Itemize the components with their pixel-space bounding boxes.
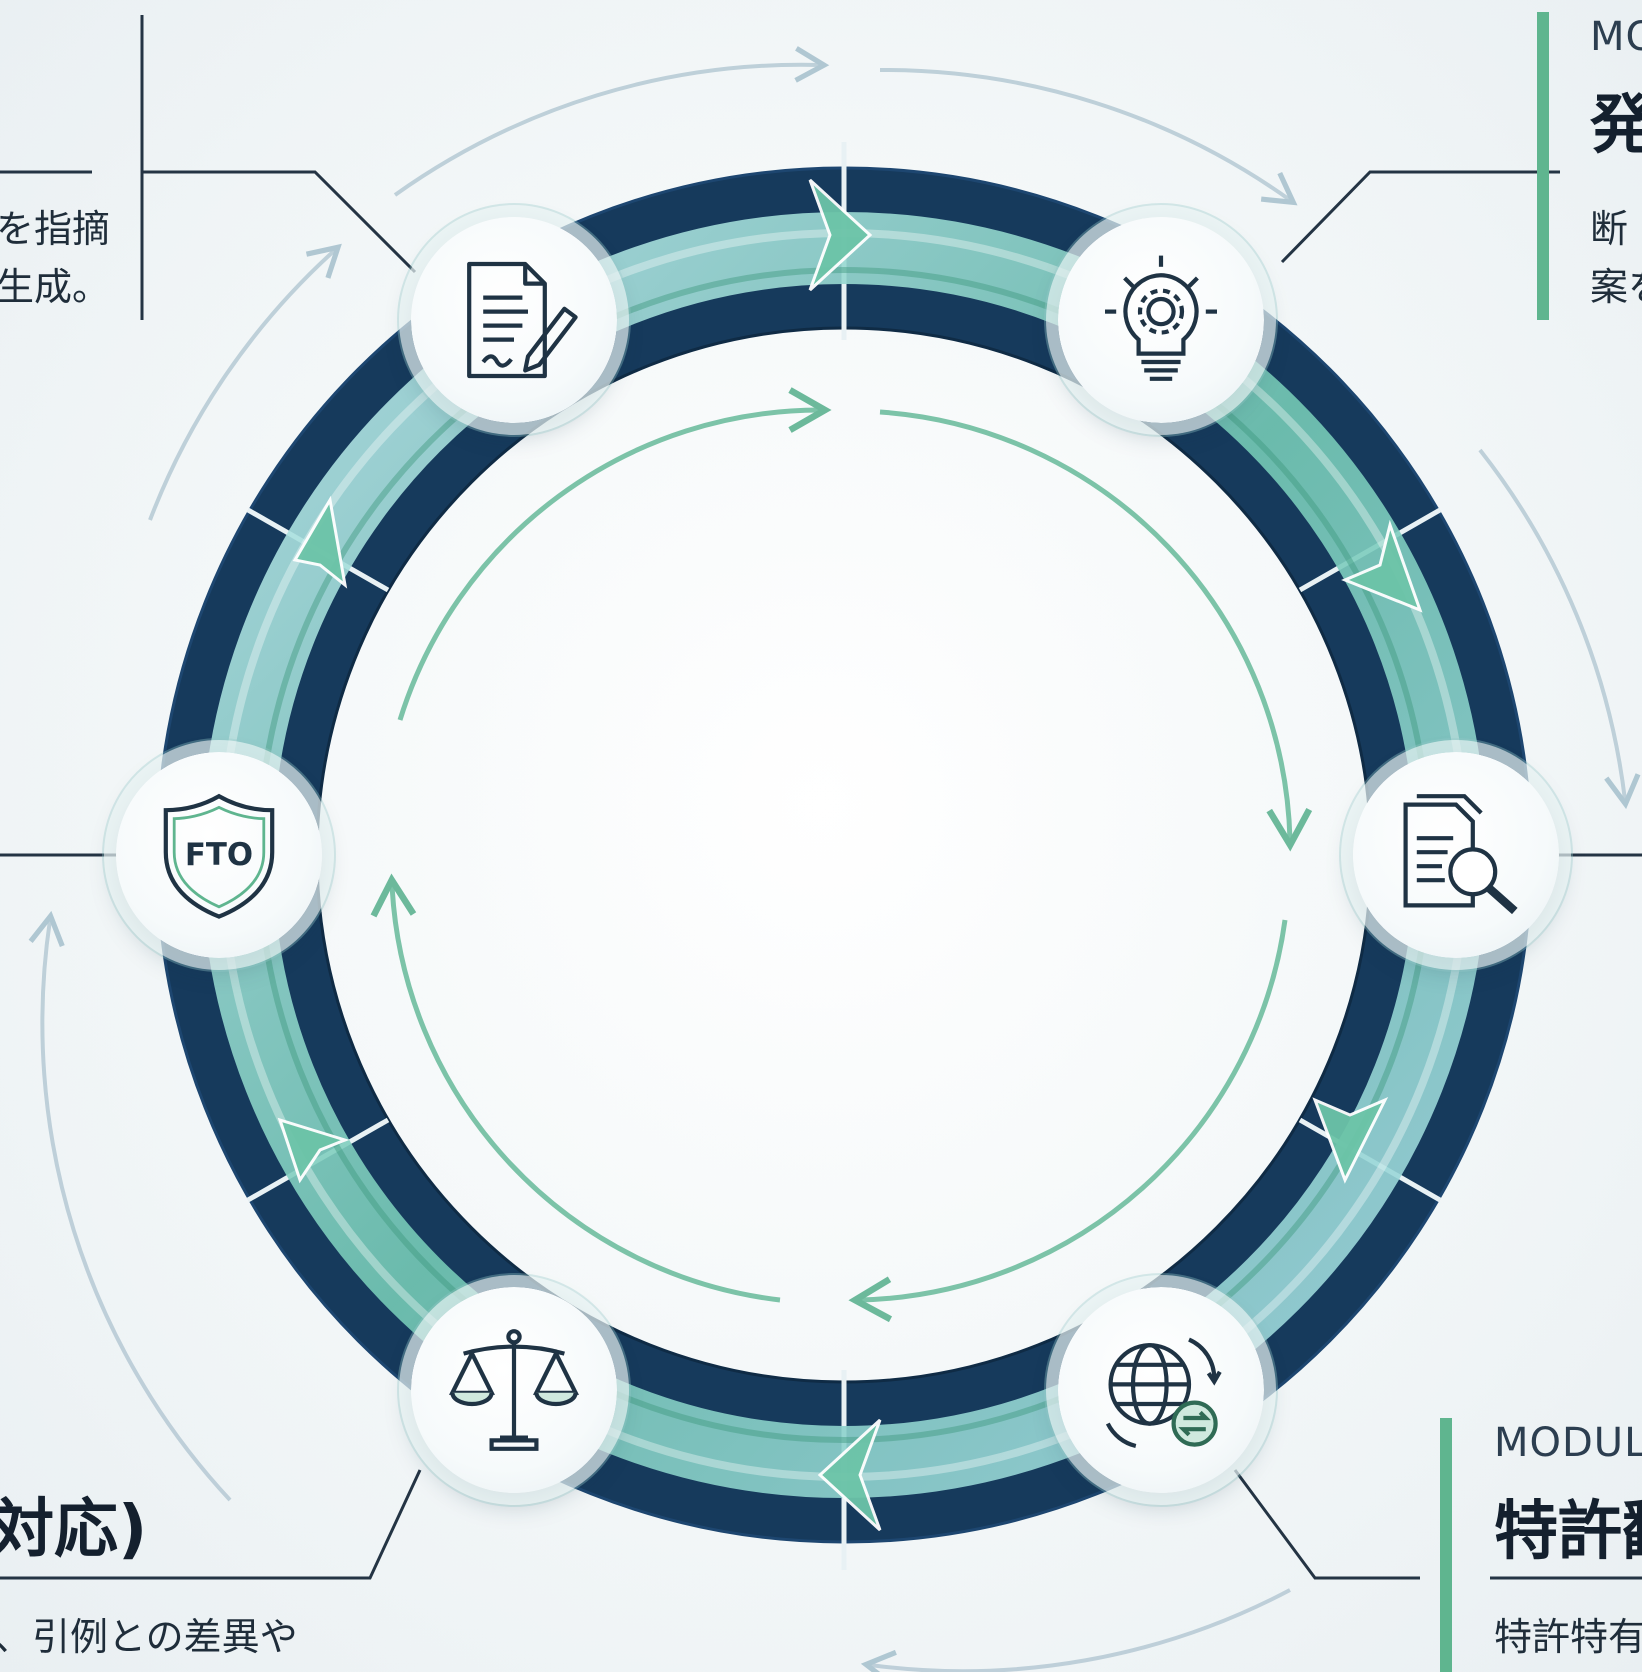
drafting-desc: を指摘 生成。 xyxy=(0,200,110,316)
callout-lines xyxy=(0,15,1642,1580)
translation-module-label: MODUL xyxy=(1494,1420,1642,1466)
fto-shield-icon: FTO xyxy=(163,793,275,919)
translation-node[interactable] xyxy=(1058,1287,1264,1493)
translation-accent-bar xyxy=(1440,1418,1452,1672)
ideation-desc-line-2: 案を xyxy=(1590,265,1642,309)
ideation-node[interactable] xyxy=(1058,217,1264,423)
fto-node[interactable]: FTO xyxy=(116,752,322,958)
ideation-desc-line-1: 断 xyxy=(1590,207,1629,251)
ideation-desc: 断 案を xyxy=(1590,200,1642,316)
office-action-title: 対応) xyxy=(0,1493,148,1567)
arrow-band xyxy=(201,212,1487,1498)
ideation-title: 発 xyxy=(1590,89,1642,163)
translation-desc-line-1: 特許特有 xyxy=(1494,1615,1642,1659)
document-pen-icon xyxy=(467,261,578,379)
drafting-desc-line-2: 生成。 xyxy=(0,265,111,309)
globe-exchange-icon xyxy=(1105,1337,1222,1449)
fto-badge-text: FTO xyxy=(185,837,253,873)
band-chevrons xyxy=(277,178,1423,1532)
office-action-node[interactable] xyxy=(411,1287,617,1493)
inner-cycle-arrows xyxy=(370,387,1313,1323)
drafting-node[interactable] xyxy=(411,217,617,423)
scales-icon xyxy=(449,1329,579,1451)
translation-title: 特許翻 xyxy=(1494,1495,1642,1569)
lightbulb-gear-icon xyxy=(1105,255,1217,381)
document-magnifier-icon xyxy=(1403,794,1518,915)
office-action-desc: 、引例との差異や xyxy=(0,1608,298,1666)
office-action-desc-line-1: 、引例との差異や xyxy=(0,1615,298,1659)
ideation-accent-bar xyxy=(1537,12,1549,320)
translation-desc: 特許特有 xyxy=(1494,1608,1642,1666)
ideation-module-label: MO xyxy=(1590,14,1642,60)
drafting-desc-line-1: を指摘 xyxy=(0,207,111,251)
search-node[interactable] xyxy=(1353,752,1559,958)
outer-orbit-arrows xyxy=(28,46,1641,1672)
main-ring xyxy=(155,166,1533,1544)
